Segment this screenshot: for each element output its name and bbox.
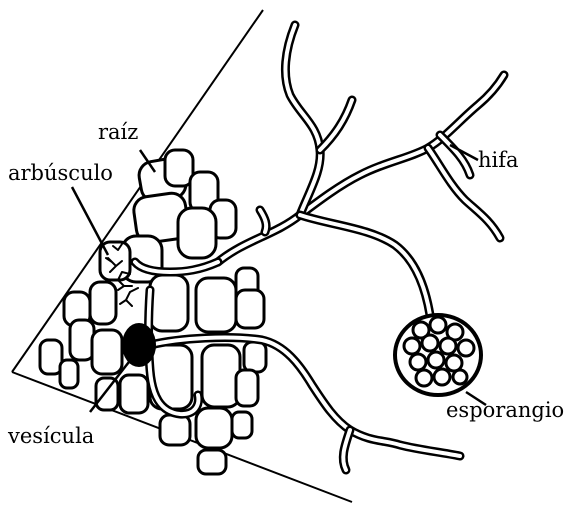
label-vesicula: vesícula: [8, 426, 94, 447]
sporangium: [395, 315, 481, 395]
label-raiz: raíz: [98, 122, 138, 143]
label-hifa: hifa: [478, 150, 519, 171]
vesicle: [122, 323, 156, 367]
arbusculo-leader: [72, 187, 108, 255]
label-esporangio: esporangio: [446, 400, 564, 421]
label-arbusculo: arbúsculo: [8, 163, 113, 184]
